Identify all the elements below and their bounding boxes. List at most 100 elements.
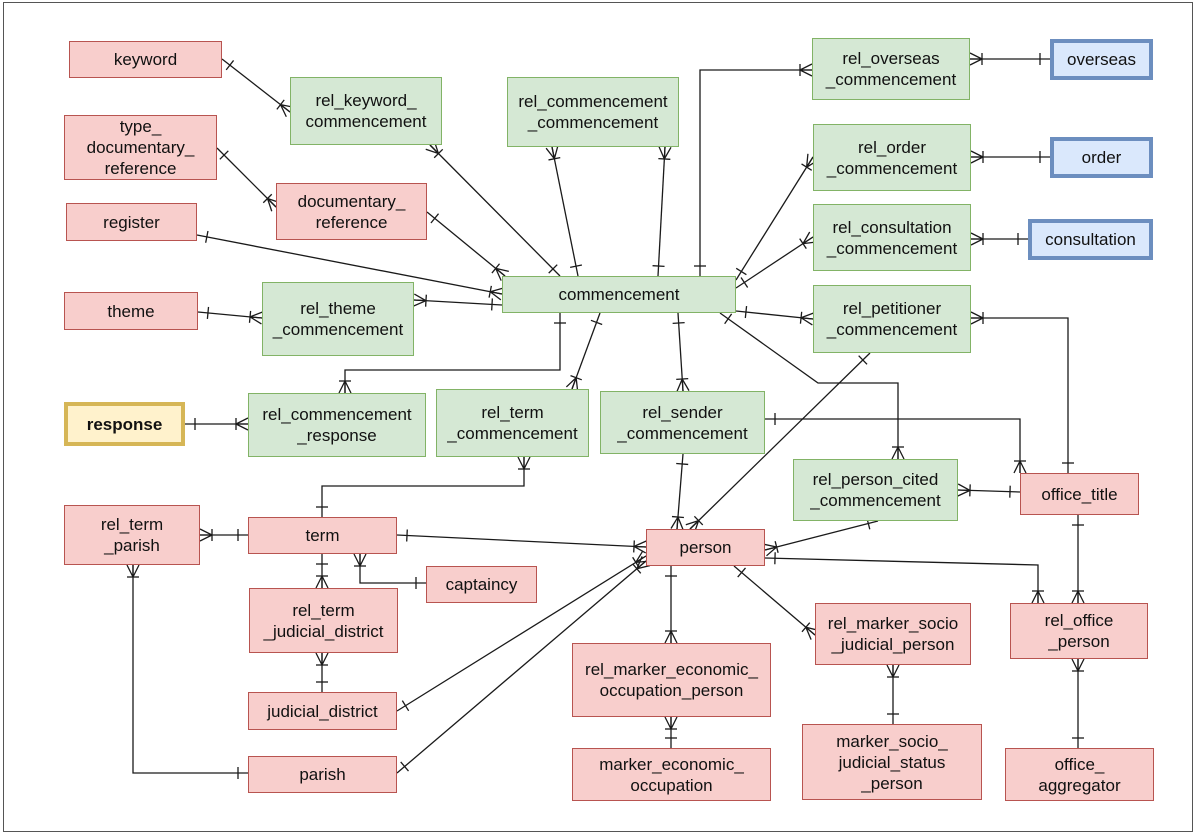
edge-commencement-relpersoncited	[719, 312, 899, 459]
edge-term-person	[396, 534, 647, 548]
edge-commencement-reloverseas-end	[799, 63, 813, 77]
edge-relcc-commencement-b-start	[658, 146, 672, 160]
edge-commencement-relterm	[571, 312, 601, 390]
edge-relterm-term	[321, 457, 525, 517]
edge-commencement-relresponse-end	[338, 380, 352, 394]
node-register[interactable]: register	[66, 203, 197, 241]
node-rel-person-cited-commencement[interactable]: rel_person_cited _commencement	[793, 459, 958, 521]
node-marker-economic-occupation[interactable]: marker_economic_ occupation	[572, 748, 771, 801]
edge-typedoc-docref	[216, 147, 277, 208]
node-marker-socio-judicial-status-person[interactable]: marker_socio_ judicial_status _person	[802, 724, 982, 800]
node-captaincy[interactable]: captaincy	[426, 566, 537, 603]
node-rel-order-commencement[interactable]: rel_order _commencement	[813, 124, 971, 191]
edge-commencement-relorder-start	[735, 267, 747, 276]
node-rel-petitioner-commencement[interactable]: rel_petitioner _commencement	[813, 285, 971, 353]
edge-commencement-relpetitioner	[735, 310, 814, 320]
edge-person-reloffice	[764, 557, 1039, 603]
edge-relkeyword-commencement-end	[548, 264, 558, 274]
node-term[interactable]: term	[248, 517, 397, 554]
node-commencement[interactable]: commencement	[502, 276, 736, 313]
edge-term-captaincy-start	[353, 553, 367, 567]
node-office-title[interactable]: office_title	[1020, 473, 1139, 515]
edge-keyword-rel-start	[225, 60, 235, 71]
node-judicial-district[interactable]: judicial_district	[248, 692, 397, 730]
edge-commencement-relterm-start	[590, 319, 603, 326]
node-rel-consultation-commencement[interactable]: rel_consultation _commencement	[813, 204, 971, 271]
edge-order-rel-end	[970, 150, 984, 164]
node-order[interactable]: order	[1050, 137, 1153, 178]
edge-typedoc-docref-start	[219, 150, 229, 160]
diagram-frame	[3, 2, 1193, 832]
node-rel-term-parish[interactable]: rel_term _parish	[64, 505, 200, 565]
edge-relkeyword-commencement-start	[433, 148, 444, 159]
edge-register-commencement-end	[489, 287, 504, 301]
edge-response-rel-end	[235, 417, 249, 431]
edge-commencement-relsender-end	[676, 377, 689, 381]
node-consultation[interactable]: consultation	[1028, 219, 1153, 260]
edge-relsender-officetitle-end	[1013, 460, 1027, 474]
edge-theme-reltheme-start	[206, 306, 210, 319]
edge-commencement-relorder-end	[801, 163, 813, 171]
node-rel-theme-commencement[interactable]: rel_theme _commencement	[262, 282, 414, 356]
node-rel-commencement-response[interactable]: rel_commencement _response	[248, 393, 426, 457]
edge-theme-reltheme-end	[249, 311, 263, 325]
edge-reltheme-commencement-start	[413, 293, 427, 307]
edge-register-commencement-start	[205, 230, 209, 243]
node-theme[interactable]: theme	[64, 292, 198, 330]
edge-register-commencement-end	[488, 285, 492, 298]
edge-commencement-relpetitioner-end	[800, 312, 814, 326]
edge-relpetitioner-officetitle	[971, 317, 1069, 473]
node-rel-overseas-commencement[interactable]: rel_overseas _commencement	[812, 38, 970, 100]
edge-overseas-rel-end	[969, 52, 983, 66]
node-rel-term-commencement[interactable]: rel_term _commencement	[436, 389, 589, 457]
edge-relkeyword-commencement	[429, 144, 561, 277]
edge-relcc-commencement-a-start	[545, 145, 559, 160]
node-rel-office-person[interactable]: rel_office _person	[1010, 603, 1148, 659]
edge-parish-person-start	[400, 761, 409, 772]
edge-register-commencement	[196, 234, 503, 295]
edge-term-person-start	[406, 529, 408, 542]
node-person[interactable]: person	[646, 529, 765, 566]
node-documentary-reference[interactable]: documentary_ reference	[276, 183, 427, 240]
node-office-aggregator[interactable]: office_ aggregator	[1005, 748, 1154, 801]
edge-officetitle-relpersoncited-end	[957, 483, 971, 497]
node-keyword[interactable]: keyword	[69, 41, 222, 78]
node-response[interactable]: response	[64, 402, 185, 446]
edge-relsender-person-start	[676, 462, 689, 466]
edge-person-relsocio	[733, 565, 816, 636]
edge-relpersoncited-person-end	[763, 543, 778, 557]
edge-consultation-rel-end	[970, 232, 984, 246]
edge-judicial-reltermjudicial-end	[315, 652, 329, 666]
edge-commencement-relpetitioner-end	[799, 311, 803, 324]
edge-keyword-rel	[221, 58, 291, 113]
edge-docref-commencement	[426, 211, 506, 277]
node-overseas[interactable]: overseas	[1050, 39, 1153, 80]
node-rel-marker-socio-judicial-person[interactable]: rel_marker_socio _judicial_person	[815, 603, 971, 665]
edge-reltheme-commencement	[413, 299, 503, 306]
edge-commencement-relconsultation-end	[799, 238, 807, 249]
node-type-documentary-reference[interactable]: type_ documentary_ reference	[64, 115, 217, 180]
edge-relpersoncited-person-end	[774, 541, 779, 553]
edge-relsender-person-end	[671, 515, 684, 519]
edge-commencement-relsender	[677, 312, 684, 392]
edge-socio-relsocio-end	[886, 664, 900, 678]
edge-parish-reltermparish	[132, 565, 248, 774]
node-rel-commencement-commencement[interactable]: rel_commencement _commencement	[507, 77, 679, 147]
node-rel-term-judicial-district[interactable]: rel_term _judicial_district	[249, 588, 398, 653]
edge-relcc-commencement-b	[657, 146, 666, 277]
edge-relpersoncited-person	[764, 520, 879, 551]
node-rel-sender-commencement[interactable]: rel_sender _commencement	[600, 391, 765, 454]
edge-person-relsocio-start	[737, 567, 746, 578]
node-parish[interactable]: parish	[248, 756, 397, 793]
node-rel-marker-economic-occupation-person[interactable]: rel_marker_economic_ occupation_person	[572, 643, 771, 717]
edge-docref-commencement-start	[430, 213, 440, 224]
edge-judicial-person	[396, 555, 647, 712]
edge-commencement-relterm-end	[565, 377, 579, 392]
edge-relcc-commencement-b-end	[652, 265, 665, 267]
edge-relterm-term-start	[517, 456, 531, 470]
edge-officetitle-reloffice-end	[1071, 590, 1085, 604]
node-rel-keyword-commencement[interactable]: rel_keyword_ commencement	[290, 77, 442, 145]
edge-parish-person	[396, 560, 647, 774]
edge-term-reltermparish-end	[199, 528, 213, 542]
edge-docref-commencement-end	[491, 263, 501, 274]
